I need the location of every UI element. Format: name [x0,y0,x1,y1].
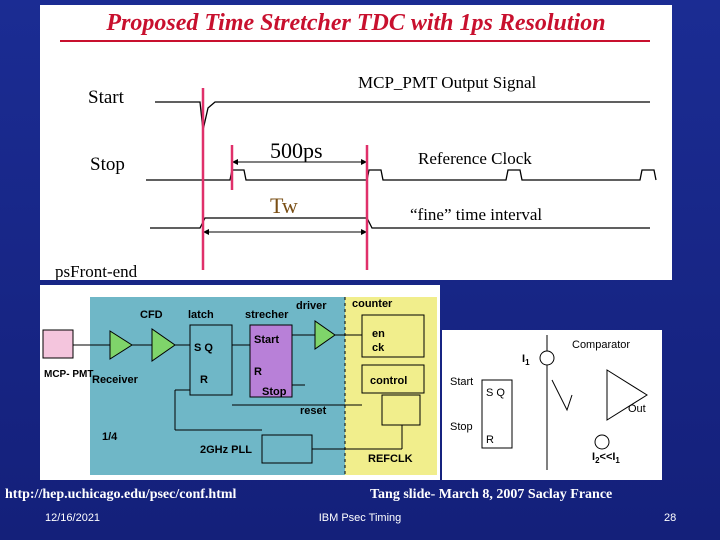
mcp-pmt-label: MCP- PMT [44,369,93,380]
footer-url[interactable]: http://hep.uchicago.edu/psec/conf.html [5,487,237,502]
frontend-diagram: MCP- PMT Receiver CFD latch S Q R strech… [42,297,437,475]
current-source-i1 [539,350,555,366]
counter-ck: ck [372,342,385,354]
strecher-label: strecher [245,309,289,321]
timing-panel [40,5,672,280]
receiver-amplifier [109,330,133,360]
refclk-label: REFCLK [368,453,413,465]
driver-label: driver [296,300,327,312]
comparator-out: Out [628,403,646,415]
stretcher-start: Start [254,334,279,346]
comparator-start: Start [450,376,473,388]
mcp-label: MCP_PMT Output Signal [358,73,537,92]
i2-label: I2<<I1 [592,451,620,465]
fine-interval-label: “fine” time interval [410,205,542,224]
comparator-stop: Stop [450,421,473,433]
cfd-label: CFD [140,309,163,321]
frontend-panel: MCP- PMT Receiver CFD latch S Q R strech… [40,285,440,480]
counter-area [345,297,437,475]
comparator-panel: Comparator I1 Start S Q Stop R Out I2<<I… [442,330,662,480]
pulse-width-label: 500ps [270,138,323,163]
receiver-label: Receiver [92,374,139,386]
latch-label: latch [188,309,214,321]
refclk-oscillator [381,394,421,426]
timing-diagram: Start MCP_PMT Output Signal Stop 500ps R… [55,73,657,280]
comparator-r: R [486,434,494,446]
comparator-latch [481,379,513,449]
frontend-section-label: psFront-end [55,262,138,280]
stretcher-block [249,324,293,398]
fine-interval-signal [150,217,650,229]
footer-date: 12/16/2021 [45,512,101,524]
page-number: 28 [664,512,677,524]
stretcher-r: R [254,366,262,378]
counter-en: en [372,328,385,340]
latch-r: R [200,374,208,386]
start-signal-line [155,101,650,131]
i1-label: I1 [522,353,530,367]
control-block [361,364,425,394]
comparator-diagram: Comparator I1 Start S Q Stop R Out I2<<I… [450,335,648,470]
comparator-label: Comparator [572,339,630,351]
tw-label: Tw [270,193,298,218]
control-label: control [370,375,407,387]
stop-label: Stop [90,154,125,175]
current-source-i2 [594,434,610,450]
mcp-pmt-box [42,329,74,359]
comparator-sq: S Q [486,387,505,399]
footer-center: IBM Psec Timing [318,512,402,524]
counter-label: counter [352,298,393,310]
title-underline [60,40,650,42]
footer-credit: Tang slide- March 8, 2007 Saclay France [370,487,613,502]
stretcher-stop: Stop [262,386,287,398]
start-label: Start [88,87,125,108]
reset-label: reset [300,405,327,417]
reference-clock-signal [146,169,657,181]
quarter-label: 1/4 [102,431,118,443]
slide-title: Proposed Time Stretcher TDC with 1ps Res… [106,10,606,36]
cfd-comparator [151,328,176,362]
comparator-amplifier [606,369,648,421]
pll-block [261,434,313,464]
latch-block [189,324,233,396]
latch-sq: S Q [194,342,213,354]
counter-block [361,314,425,358]
driver-amplifier [314,320,336,350]
pll-label: 2GHz PLL [200,444,252,456]
ref-clock-label: Reference Clock [418,149,532,168]
